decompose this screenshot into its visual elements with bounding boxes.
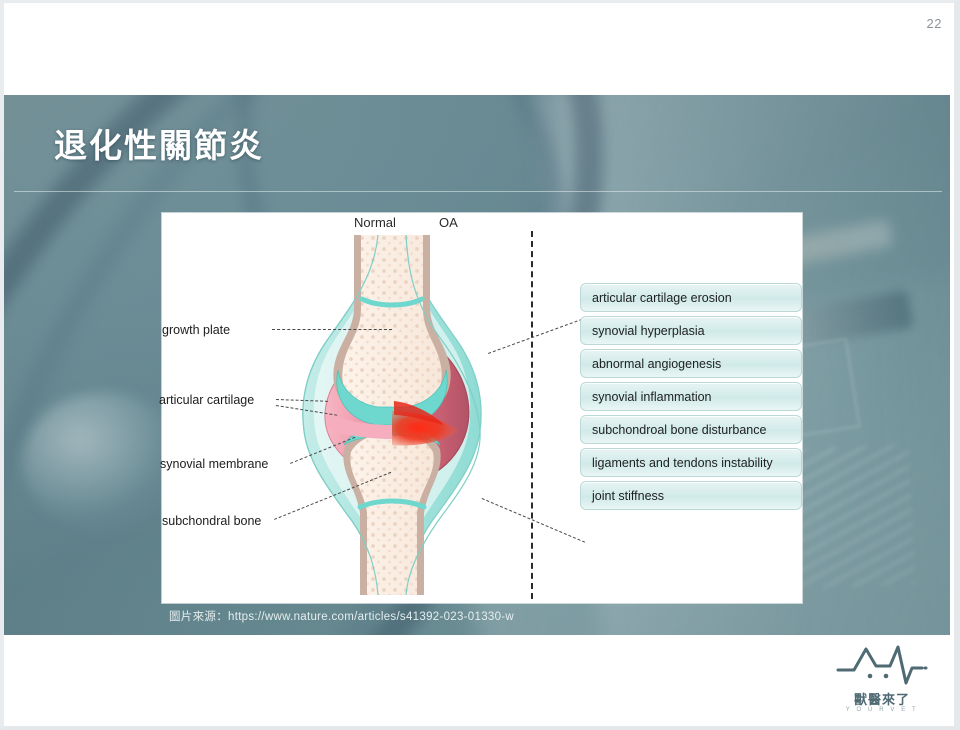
callout-ligaments-tendons-instability[interactable]: ligaments and tendons instability	[580, 448, 802, 477]
normal-oa-divider	[531, 231, 533, 599]
callout-subchondral-bone-disturbance[interactable]: subchondroal bone disturbance	[580, 415, 802, 444]
cat-eye-right-icon	[883, 673, 889, 679]
callout-list: articular cartilage erosion synovial hyp…	[580, 283, 802, 514]
knee-joint-illustration	[282, 231, 533, 599]
title-divider-rule	[14, 191, 942, 192]
growth-plate-femur	[359, 296, 425, 308]
brand-logo: 獸醫來了 Y O U R V E T	[836, 643, 928, 719]
slide: 退化性關節炎 Normal OA	[4, 95, 950, 635]
callout-label: articular cartilage erosion	[592, 290, 732, 305]
label-synovial-membrane: synovial membrane	[160, 457, 269, 471]
title-band: 退化性關節炎	[4, 95, 950, 191]
cat-eye-left-icon	[867, 673, 873, 679]
footer: 獸醫來了 Y O U R V E T	[4, 637, 950, 726]
label-articular-cartilage: articular cartilage	[159, 393, 255, 407]
source-caption: 圖片來源：https://www.nature.com/articles/s41…	[169, 611, 515, 623]
femur-trabeculae	[342, 235, 442, 411]
page-number: 22	[926, 16, 942, 31]
joint-diagram-svg	[302, 234, 482, 596]
capsule-outline-left	[302, 234, 379, 596]
callout-label: ligaments and tendons instability	[592, 455, 773, 470]
callout-synovial-hyperplasia[interactable]: synovial hyperplasia	[580, 316, 802, 345]
figure-panel: Normal OA	[159, 213, 802, 603]
leader-growth-plate	[272, 329, 392, 330]
ecg-waveform-path	[836, 645, 922, 685]
callout-label: synovial inflammation	[592, 389, 712, 404]
joint-space-oa-group	[392, 401, 458, 446]
cartilage-erosion-oa	[394, 401, 444, 425]
label-growth-plate: growth plate	[162, 323, 231, 337]
slide-title: 退化性關節炎	[54, 126, 264, 165]
joint-space-normal-group	[326, 413, 392, 439]
stethoscope-bell-shape	[22, 392, 184, 533]
callout-joint-stiffness[interactable]: joint stiffness	[580, 481, 802, 510]
joint-space-normal	[326, 413, 392, 439]
callout-label: abnormal angiogenesis	[592, 356, 722, 371]
ecg-cat-face-icon	[836, 645, 928, 685]
callout-label: subchondroal bone disturbance	[592, 422, 767, 437]
callout-label: joint stiffness	[592, 488, 665, 503]
brand-name: 獸醫來了	[853, 693, 910, 708]
joint-inflammation-oa	[392, 411, 458, 446]
brand-subtitle: Y O U R V E T	[845, 707, 919, 713]
callout-label: synovial hyperplasia	[592, 323, 705, 338]
growth-plate-tibia	[357, 498, 427, 510]
capsule-outline-right	[405, 234, 481, 596]
column-header-normal: Normal	[354, 215, 396, 230]
callout-abnormal-angiogenesis[interactable]: abnormal angiogenesis	[580, 349, 802, 378]
callout-articular-cartilage-erosion[interactable]: articular cartilage erosion	[580, 283, 802, 312]
figure-column-headers: Normal OA	[162, 213, 802, 241]
leader-callout-top	[488, 318, 583, 354]
tibia-trabeculae	[350, 433, 434, 595]
label-subchondral-bone: subchondral bone	[162, 514, 262, 528]
callout-synovial-inflammation[interactable]: synovial inflammation	[580, 382, 802, 411]
column-header-oa: OA	[439, 215, 458, 230]
